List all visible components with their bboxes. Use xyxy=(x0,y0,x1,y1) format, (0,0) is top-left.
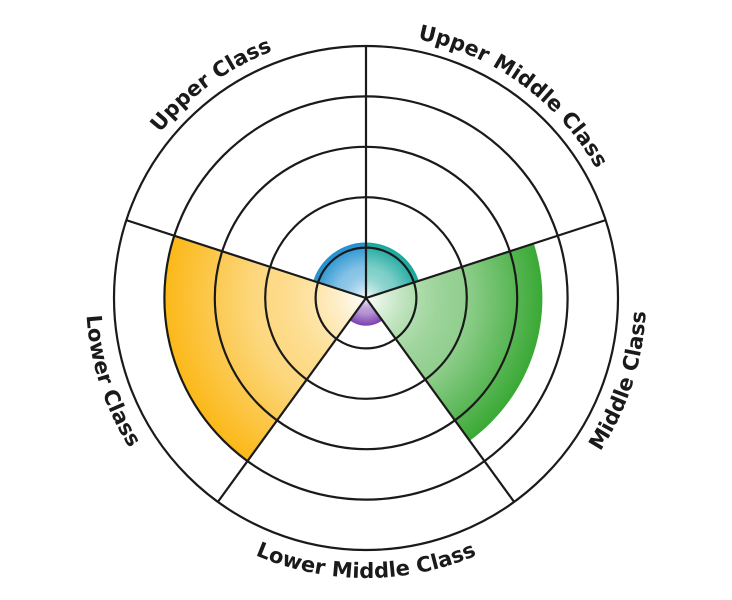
sector-middle-class xyxy=(366,243,543,441)
label-middle-class: Middle Class xyxy=(584,310,651,454)
sector-lower-middle-class xyxy=(349,298,383,326)
label-upper-middle-class: Upper Middle Class xyxy=(416,20,612,171)
spoke-4 xyxy=(216,297,367,503)
label-upper-class: Upper Class xyxy=(145,33,274,136)
grid-group xyxy=(112,44,620,552)
sectors-group xyxy=(164,235,543,462)
spoke-3 xyxy=(365,297,516,503)
label-lower-middle-class: Lower Middle Class xyxy=(253,538,479,583)
spoke-2 xyxy=(365,219,607,300)
label-lower-class: Lower Class xyxy=(81,314,145,451)
spoke-5 xyxy=(125,219,367,300)
